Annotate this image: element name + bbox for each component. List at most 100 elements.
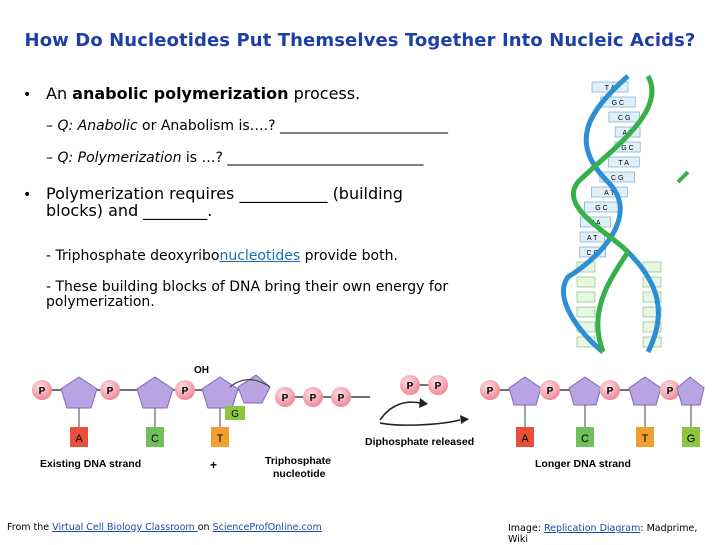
ls-sugar-3: [628, 376, 662, 406]
question-anabolic-italic: Anabolic: [77, 118, 138, 134]
phosphate-2-label: P: [107, 386, 114, 397]
helix-rung-label: C G: [611, 175, 623, 182]
virtual-cell-link[interactable]: Virtual Cell Biology Classroom: [52, 522, 198, 533]
ls-sugar-1: [508, 376, 542, 406]
helix-rung: [599, 171, 635, 183]
dp-phosphate-2-label: P: [435, 381, 442, 392]
helix-green-strand-right: [595, 250, 631, 353]
nucleotides-link[interactable]: nucleotides: [219, 248, 301, 264]
helix-rung: [608, 111, 640, 123]
scienceprof-link[interactable]: ScienceProfOnline.com: [212, 522, 322, 533]
dp-phosphate-2: [428, 375, 448, 395]
subpoint-triphosphate-pre: - Triphosphate deoxyribo: [46, 248, 220, 264]
phosphate-1-label: P: [39, 386, 46, 397]
tp-phosphate-2: [303, 387, 323, 407]
helix-rung-label: T A: [605, 85, 616, 92]
ls-base-t: [636, 427, 654, 447]
dna-helix-image: T AG CC GA TG CT AC GA TG CT AA TC G: [548, 72, 693, 357]
tp-phosphate-3-label: P: [338, 393, 345, 404]
label-existing-strand-visible: Existing DNA strand: [40, 458, 141, 470]
helix-rung-label: G C: [595, 205, 607, 212]
helix-rung: [579, 231, 605, 243]
bullet-anabolic-post: process.: [288, 84, 361, 103]
footer-credit-left: From the Virtual Cell Biology Classroom …: [7, 522, 322, 533]
helix-rung: [607, 156, 640, 168]
question-polymerization-italic: Polymerization: [77, 150, 182, 166]
helix-fork-rung-right: [642, 291, 662, 303]
ls-phosphate-3-label: P: [607, 386, 614, 397]
helix-rung-label: A T: [587, 235, 598, 242]
tp-base-g-label: G: [231, 409, 239, 420]
base-a-existing-label: A: [75, 433, 83, 445]
helix-green-arrow: [676, 170, 690, 184]
footer-credit-right: Image: Replication Diagram: Madprime, Wi…: [508, 523, 720, 545]
phosphate-2: [100, 380, 120, 400]
reaction-arrowhead: [460, 415, 469, 424]
ls-phosphate-2: [540, 380, 560, 400]
phosphate-3-label: P: [182, 386, 189, 397]
footer-left-pre: From the: [7, 522, 53, 533]
ls-base-g: [682, 427, 700, 447]
bullet-dot-2: •: [23, 187, 32, 203]
question-anabolic-rest: or Anabolism is….? _____________________…: [137, 118, 448, 134]
tp-phosphate-2-label: P: [310, 393, 317, 404]
label-diphosphate: Diphosphate released: [365, 436, 474, 448]
subpoint-triphosphate-post: provide both.: [300, 248, 398, 264]
helix-rung-label: C G: [618, 115, 630, 122]
bullet-anabolic: An anabolic polymerization process.: [46, 84, 360, 103]
question-polymerization-prefix: – Q:: [46, 150, 78, 166]
ls-sugar-2: [568, 376, 602, 406]
triphosphate-nucleotide: P P P G: [225, 374, 370, 420]
helix-fork-rung-right: [642, 306, 662, 318]
dp-phosphate-1-label: P: [407, 381, 414, 392]
release-arrow: [379, 401, 421, 421]
helix-blue-strand-right: [626, 250, 661, 354]
question-polymerization: – Q: Polymerization is …? ______________…: [46, 150, 423, 166]
phosphate-3: [175, 380, 195, 400]
bullet-polymerization-line1: Polymerization requires ___________ (bui…: [46, 184, 403, 203]
helix-fork-rung-left: [576, 276, 596, 288]
ls-phosphate-1: [480, 380, 500, 400]
attach-arrow: [229, 378, 271, 388]
question-anabolic-prefix: – Q:: [46, 118, 78, 134]
bullet-anabolic-bold: anabolic polymerization: [72, 84, 289, 103]
question-polymerization-rest: is …? ____________________________: [181, 150, 424, 166]
helix-fork-rung-left: [576, 306, 596, 318]
sugar-2: [136, 376, 174, 409]
label-plus: +: [210, 458, 217, 472]
ls-base-c: [576, 427, 594, 447]
ls-sugar-4: [676, 376, 705, 406]
helix-rung-label: A T: [604, 190, 615, 197]
label-longer-strand: Longer DNA strand: [535, 458, 631, 470]
helix-blue-strand-left: [561, 74, 630, 354]
helix-green-strand-left: [570, 74, 655, 254]
ls-base-a: [516, 427, 534, 447]
tp-phosphate-3: [331, 387, 351, 407]
replication-diagram-link[interactable]: Replication Diagram: [543, 523, 641, 534]
question-anabolic: – Q: Anabolic or Anabolism is….? _______…: [46, 118, 448, 134]
bullet-polymerization-line2: blocks) and ________.: [46, 201, 213, 220]
bullet-dot-1: •: [23, 87, 32, 103]
slide-title: How Do Nucleotides Put Themselves Togeth…: [24, 30, 696, 51]
longer-strand: P P P P A C T G: [480, 376, 705, 447]
base-c-existing: [146, 427, 164, 447]
tp-sugar: [237, 374, 271, 404]
ls-phosphate-2-label: P: [547, 386, 554, 397]
helix-rung-label: C G: [587, 250, 599, 257]
tp-phosphate-1-label: P: [282, 393, 289, 404]
base-t-existing: [211, 427, 229, 447]
ls-phosphate-1-label: P: [487, 386, 494, 397]
subpoint-energy-line1: - These building blocks of DNA bring the…: [46, 279, 449, 295]
bullet-anabolic-pre: An: [46, 84, 73, 103]
footer-right-pre: Image:: [508, 523, 544, 534]
ls-base-t-label: T: [642, 433, 649, 445]
tp-phosphate-1: [275, 387, 295, 407]
label-triphosphate-2: nucleotide: [273, 468, 326, 480]
base-t-existing-label: T: [217, 433, 224, 445]
helix-rung-label: G C: [612, 100, 624, 107]
oh-label: OH: [194, 365, 209, 376]
helix-rung-label: G C: [621, 145, 633, 152]
helix-rung-label: T A: [619, 160, 630, 167]
label-triphosphate-1: Triphosphate: [265, 455, 331, 467]
tp-base-g: [225, 406, 245, 420]
